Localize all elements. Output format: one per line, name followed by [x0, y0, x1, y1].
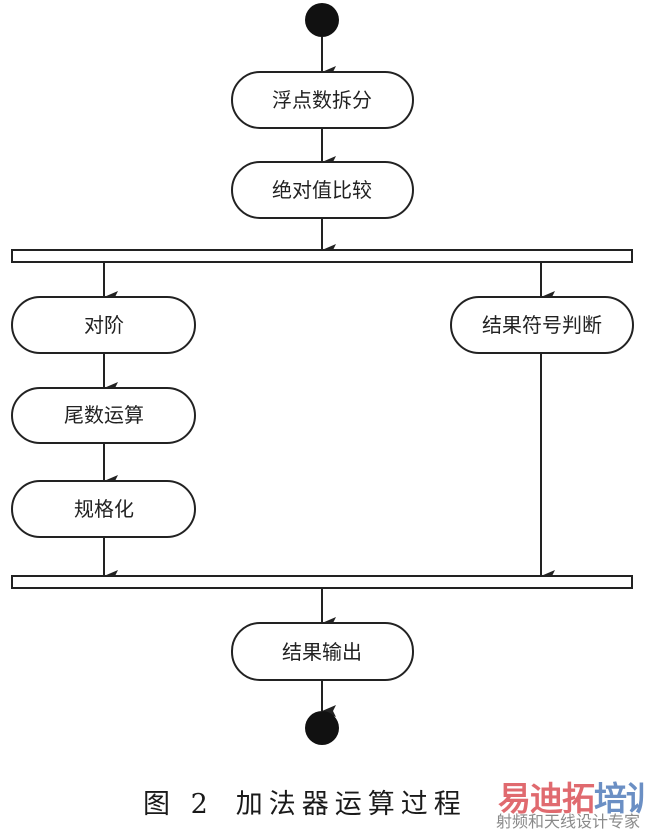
figure-title: 加法器运算过程	[235, 789, 467, 820]
label-sign: 结果符号判断	[482, 313, 602, 337]
watermark-brand-blue: 培训	[594, 779, 646, 818]
node-sign	[450, 296, 634, 354]
label-align: 对阶	[84, 313, 124, 337]
node-mantissa	[11, 387, 196, 444]
node-align	[11, 296, 196, 354]
node-normalize	[11, 480, 196, 538]
watermark-tagline: 射频和天线设计专家	[496, 812, 641, 831]
label-output: 结果输出	[282, 640, 362, 664]
label-split: 浮点数拆分	[272, 88, 372, 112]
join-bar	[11, 575, 633, 589]
fork-bar	[11, 249, 633, 263]
label-mantissa: 尾数运算	[64, 403, 144, 427]
figure-caption: 图 2 加法器运算过程	[143, 782, 467, 821]
label-abs-compare: 绝对值比较	[272, 178, 372, 202]
watermark: 易迪拓培训 射频和天线设计专家	[492, 772, 646, 832]
node-output	[231, 622, 414, 681]
activity-diagram: 浮点数拆分 绝对值比较 对阶 尾数运算 规格化 结果符号判断 结果输出	[11, 3, 634, 745]
watermark-brand: 易迪拓培训	[498, 772, 646, 820]
node-abs-compare	[231, 161, 414, 219]
watermark-brand-red: 易迪拓	[498, 779, 595, 818]
node-split	[231, 71, 414, 129]
start-node	[305, 3, 339, 37]
label-normalize: 规格化	[74, 497, 134, 521]
end-node	[305, 711, 339, 745]
figure-number: 图 2	[143, 789, 214, 820]
